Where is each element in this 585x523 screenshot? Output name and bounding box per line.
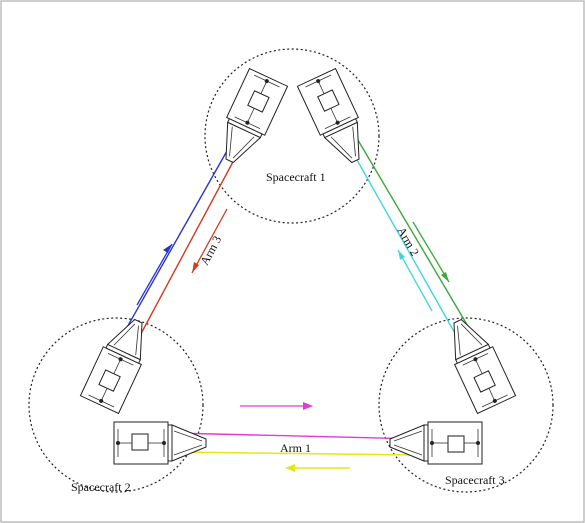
arm-3-label: Arm 3 [197,233,224,267]
arm-1-magenta-beam [171,432,421,440]
arm-1-magenta-arrow [240,402,313,410]
spacecraft-1-label: Spacecraft 1 [266,170,326,184]
arm-3-blue-arrow [136,243,173,306]
spacecraft-3-telescope-a [438,311,517,414]
arm-2-green-arrow [412,221,450,283]
arm-3-red-arrow [191,208,228,274]
arm-1-yellow-beam [171,451,421,456]
arm-2-green-beam [351,129,483,351]
arm-2-cyan-arrow [397,249,433,312]
spacecraft-3-telescope-b [389,421,483,465]
spacecraft-1-circle [204,48,380,224]
spacecraft-2-telescope-b [113,421,207,465]
spacecraft-1-telescope-b [296,68,375,171]
arm-1-label: Arm 1 [280,441,311,455]
arm-1-yellow-arrow [285,464,350,472]
spacecraft-2-telescope-a [79,311,158,414]
arm-3-red-beam [127,129,251,359]
spacecraft-3-label: Spacecraft 3 [445,473,505,487]
spacecraft-2-label: Spacecraft 2 [71,480,131,494]
arm-3-blue-beam [116,127,241,346]
spacecraft-3-circle [378,317,554,493]
arm-2-cyan-beam [339,129,470,359]
spacecraft-2-circle [28,317,204,493]
